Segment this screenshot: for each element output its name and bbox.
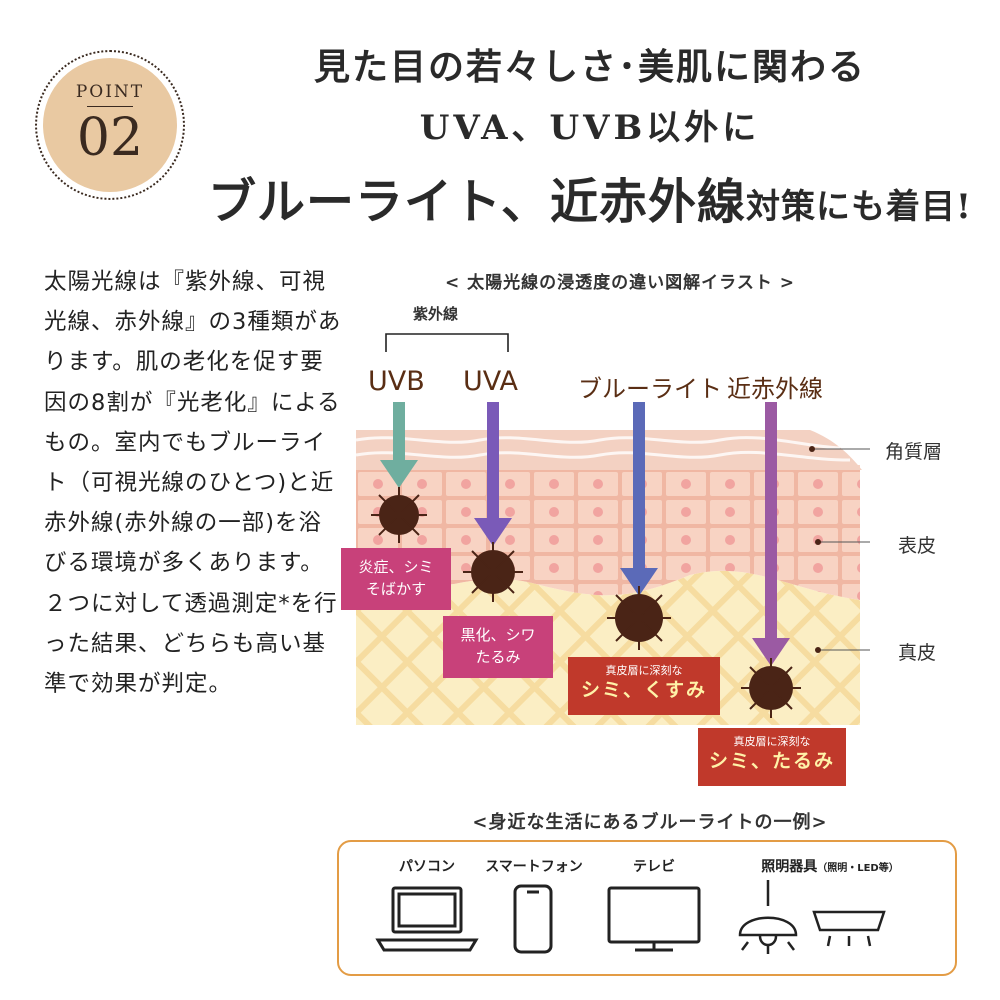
body-text: 太陽光線は『紫外線、可視光線、赤外線』の3種類があります。肌の老化を促す要因の8… <box>44 269 342 698</box>
effect-tag-uvb: 炎症、シミ そばかす <box>341 548 451 610</box>
headline-line3: ブルーライト、近赤外線対策にも着目! <box>190 162 990 232</box>
stratum-corneum-layer <box>356 430 862 470</box>
examples-title: <身近な生活にあるブルーライトの一例> <box>472 812 828 833</box>
uva-arrow <box>474 402 512 546</box>
effect-tag-line2: シミ、たるみ <box>708 750 835 772</box>
example-label-lighting: 照明器具（照明・LED等） <box>730 856 930 876</box>
effect-tag-line2: シミ、くすみ <box>580 679 707 701</box>
example-label-lighting-main: 照明器具 <box>761 859 818 875</box>
examples-box <box>337 840 957 976</box>
effect-tag-line2: たるみ <box>475 648 521 666</box>
uv-bracket <box>385 333 509 352</box>
ray-label-uva: UVA <box>463 366 518 397</box>
uvb-arrow <box>380 402 418 488</box>
example-label-tv: テレビ <box>633 859 675 875</box>
layer-label-epidermis: 表皮 <box>898 535 937 557</box>
near-infrared-arrow <box>752 402 790 666</box>
effect-tag-uva: 黒化、シワ たるみ <box>443 616 553 678</box>
effect-tag-line1: 黒化、シワ <box>460 626 536 644</box>
ray-label-near-infrared: 近赤外線 <box>727 375 823 403</box>
effect-tag-line2: そばかす <box>365 580 427 598</box>
ray-label-blue-light: ブルーライト <box>578 375 722 403</box>
headline-line3-big: ブルーライト、近赤外線 <box>208 174 747 230</box>
badge-number: 02 <box>76 108 144 168</box>
badge-point-label: POINT <box>75 82 145 102</box>
ray-label-uvb: UVB <box>368 366 425 397</box>
diagram-title: < 太陽光線の浸透度の違い図解イラスト > <box>445 273 795 293</box>
headline-line3-small: 対策にも着目! <box>746 187 972 227</box>
layer-label-stratum-corneum: 角質層 <box>885 441 943 463</box>
effect-tag-line1: 炎症、シミ <box>358 558 434 576</box>
headline-line1: 見た目の若々しさ･美肌に関わる <box>313 46 866 88</box>
point-badge: POINT 02 <box>35 50 185 200</box>
example-label-lighting-note: （照明・LED等） <box>817 863 899 874</box>
layer-label-dermis: 真皮 <box>898 642 937 664</box>
uv-group-label: 紫外線 <box>413 305 459 323</box>
example-label-smartphone: スマートフォン <box>485 859 583 875</box>
example-label-pc: パソコン <box>399 859 455 875</box>
headline-line2: UVA、UVB以外に <box>419 108 761 148</box>
badge-divider <box>87 106 133 107</box>
effect-tag-blue-light: 真皮層に深刻な シミ、くすみ <box>568 657 720 715</box>
effect-tag-near-infrared: 真皮層に深刻な シミ、たるみ <box>698 728 846 786</box>
badge-dotted-ring <box>35 50 185 200</box>
effect-tag-line1: 真皮層に深刻な <box>733 735 811 748</box>
blue-light-arrow <box>620 402 658 596</box>
effect-tag-line1: 真皮層に深刻な <box>605 664 683 677</box>
